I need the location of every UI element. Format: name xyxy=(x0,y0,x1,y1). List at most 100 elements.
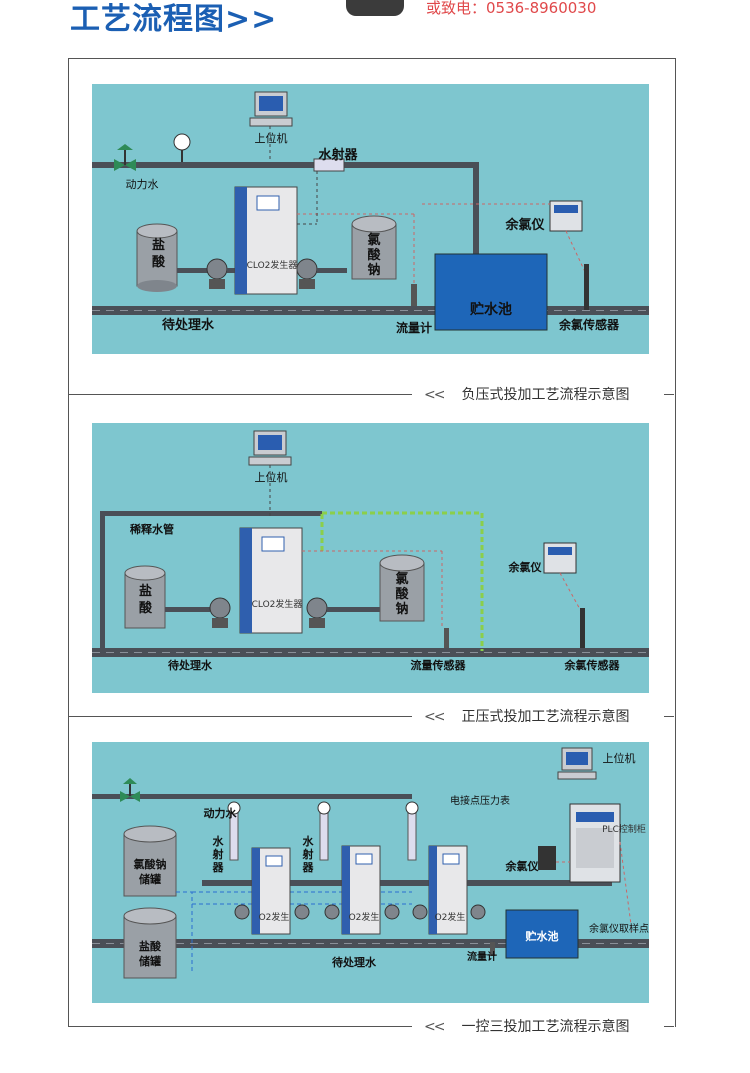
contact-phone[interactable]: 或致电：0536-8960030 xyxy=(426,0,597,17)
pump-icon xyxy=(209,597,231,628)
valve-icon xyxy=(114,144,136,171)
caption-rule xyxy=(68,394,412,395)
valve-icon xyxy=(120,778,140,802)
computer-label: 上位机 xyxy=(255,470,288,484)
generator-cabinet xyxy=(239,527,303,634)
plc-label: PLC控制柜 xyxy=(602,823,646,835)
caption-text: 一控三投加工艺流程示意图 xyxy=(461,1019,630,1035)
pressure-gauge-icon xyxy=(317,801,331,815)
ejector-label: 器 xyxy=(212,861,225,874)
caption-text: 负压式投加工艺流程示意图 xyxy=(461,387,630,403)
residual-chlorine-meter-icon xyxy=(543,542,577,574)
ejector-label: 水 xyxy=(213,834,225,848)
main-pipe xyxy=(92,648,649,657)
motive-water-label: 动力水 xyxy=(204,806,238,820)
chlorate-tank-label: 酸 xyxy=(395,586,409,602)
generator-label: O2发生 xyxy=(349,911,380,923)
acid-tank-label: 盐酸 xyxy=(139,939,162,953)
generator-label: O2发生 xyxy=(259,911,290,923)
diagram-one-control-three: 上位机 动力水 电接点压力表 氯酸钠 储罐 盐酸 储罐 水 射 器 水 射 器 … xyxy=(92,742,649,1003)
generator-cabinet xyxy=(428,845,468,935)
diagram-positive-pressure: 上位机 稀释水管 盐 酸 CLO2发生器 氯 酸 钠 余氯仪 待处理水 流量传感… xyxy=(92,423,649,693)
acid-tank-label: 储罐 xyxy=(139,954,161,968)
flowmeter-icon xyxy=(411,284,417,306)
diagram-frame xyxy=(68,58,676,1027)
caption-rule xyxy=(664,394,674,395)
ejector-label: 水射器 xyxy=(318,147,358,163)
storage-pool xyxy=(434,253,548,331)
caption-rule xyxy=(664,716,674,717)
generator-cabinet xyxy=(234,186,298,295)
chlorate-tank-label: 钠 xyxy=(395,601,408,617)
pool-label: 贮水池 xyxy=(525,929,559,943)
flow-sensor-icon xyxy=(444,628,449,648)
dilution-pipe-label: 稀释水管 xyxy=(130,522,174,536)
caption-text: 正压式投加工艺流程示意图 xyxy=(461,709,630,725)
caption-positive-pressure: <<正压式投加工艺流程示意图 xyxy=(418,706,636,726)
chlorate-tank-label: 钠 xyxy=(367,262,380,278)
generator-cabinet xyxy=(341,845,381,935)
flowmeter-label: 流量计 xyxy=(396,320,432,335)
camera-icon xyxy=(346,0,404,16)
chevron-left-icon: << xyxy=(424,1019,446,1035)
plc-cabinet-icon xyxy=(569,803,621,883)
pressure-gauge-icon xyxy=(227,801,241,815)
pump-icon xyxy=(324,904,340,920)
flowmeter-icon xyxy=(490,942,495,956)
flow-sensor-label: 流量传感器 xyxy=(411,658,467,672)
residual-meter-label: 余氯仪 xyxy=(504,217,545,233)
pressure-gauge-icon xyxy=(405,801,419,815)
residual-chlorine-meter-icon xyxy=(549,200,583,232)
storage-pool xyxy=(505,909,579,959)
chlorate-tank-label: 酸 xyxy=(367,247,381,263)
pump-icon xyxy=(206,258,228,289)
diagram-negative-pressure-svg: 上位机 水射器 动力水 盐 酸 CLO2发生器 氯 酸 钠 余氯仪 贮水池 待处… xyxy=(92,91,649,335)
caption-rule xyxy=(68,1026,412,1027)
computer-icon xyxy=(557,747,597,780)
computer-icon xyxy=(248,430,292,466)
dilution-pipe xyxy=(100,511,322,516)
chlorate-tank-label: 氯酸钠 xyxy=(134,857,167,871)
pump-icon xyxy=(470,904,486,920)
pump-icon xyxy=(296,258,318,289)
residual-meter-label: 余氯仪 xyxy=(508,560,543,574)
ejector-label: 射 xyxy=(302,847,314,861)
treated-water-label: 待处理水 xyxy=(167,658,213,672)
ejector-label: 水 xyxy=(303,834,315,848)
residual-chlorine-meter-icon xyxy=(538,846,556,870)
diagram-negative-pressure: 上位机 水射器 动力水 盐 酸 CLO2发生器 氯 酸 钠 余氯仪 贮水池 待处… xyxy=(92,84,649,354)
pump-icon xyxy=(384,904,400,920)
chlorate-tank-label: 储罐 xyxy=(139,872,161,886)
chlorate-tank-icon xyxy=(379,554,425,622)
page-title: 工艺流程图>> xyxy=(70,2,278,37)
motive-water-label: 动力水 xyxy=(126,178,159,191)
caption-negative-pressure: <<负压式投加工艺流程示意图 xyxy=(418,384,636,404)
pump-icon xyxy=(294,904,310,920)
generator-label: CLO2发生器 xyxy=(252,598,303,610)
caption-rule xyxy=(68,716,412,717)
generator-label: CLO2发生器 xyxy=(247,259,298,271)
acid-tank-icon xyxy=(123,907,177,979)
motive-water-pipe xyxy=(92,794,412,799)
residual-meter-label: 余氯仪 xyxy=(505,859,540,873)
pump-icon xyxy=(306,597,328,628)
residual-sensor-icon xyxy=(584,264,589,310)
treated-water-label: 待处理水 xyxy=(331,955,377,969)
residual-sensor-label: 余氯传感器 xyxy=(564,658,621,672)
chlorate-tank-label: 氯 xyxy=(367,232,380,248)
acid-tank-label: 盐 xyxy=(139,583,152,599)
sampling-point-label: 余氯仪取样点 xyxy=(589,922,649,935)
pressure-gauge-label: 电接点压力表 xyxy=(450,794,510,807)
computer-label: 上位机 xyxy=(603,751,636,765)
caption-one-control-three: << 一控三投加工艺流程示意图 xyxy=(418,1016,636,1036)
chlorate-tank-icon xyxy=(123,825,177,897)
caption-rule xyxy=(664,1026,674,1027)
motive-water-pipe xyxy=(92,162,479,168)
acid-tank-label: 酸 xyxy=(139,600,153,616)
main-pipe xyxy=(92,939,649,948)
ejector-label: 器 xyxy=(302,861,315,874)
acid-tank-label: 盐 xyxy=(152,237,165,253)
main-pipe xyxy=(92,306,649,315)
diagram-positive-pressure-svg: 上位机 稀释水管 盐 酸 CLO2发生器 氯 酸 钠 余氯仪 待处理水 流量传感… xyxy=(92,430,649,672)
pressure-gauge-icon xyxy=(173,133,191,162)
